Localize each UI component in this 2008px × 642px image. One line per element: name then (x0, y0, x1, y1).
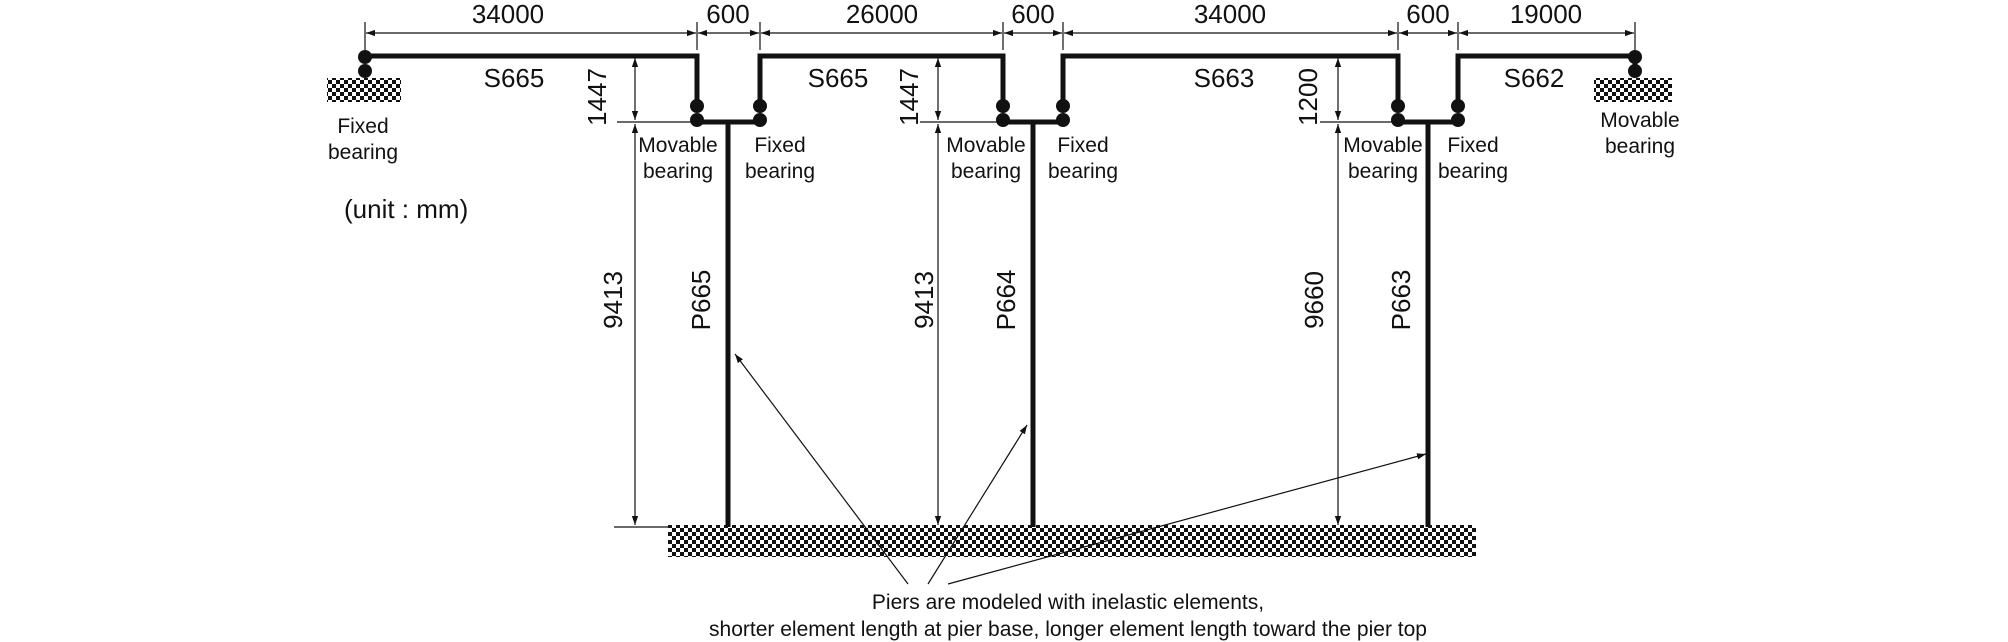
p664-right-bearing-line1: Fixed (1057, 134, 1108, 157)
p665-name: P665 (686, 270, 716, 331)
note-line-1: Piers are modeled with inelastic element… (872, 591, 1264, 614)
span-2-name: S665 (808, 63, 869, 93)
pier-height-dimensions (614, 124, 1342, 528)
right-abutment-bearing-line2: bearing (1605, 135, 1675, 158)
p664-height: 9413 (909, 271, 939, 329)
p664-name: P664 (991, 270, 1021, 331)
left-abutment-bearing-line1: Fixed (337, 115, 388, 138)
left-abutment-bearing-line2: bearing (328, 141, 398, 164)
left-abutment-ground (327, 78, 401, 102)
p665-left-bearing-line2: bearing (643, 160, 713, 183)
p664-right-bearing-line2: bearing (1048, 160, 1118, 183)
span-1-length: 34000 (472, 0, 544, 29)
top-dimension-extensions (364, 22, 1636, 50)
deck-span-1 (365, 53, 700, 104)
deck-span-3 (1060, 53, 1401, 104)
gap-3-length: 600 (1406, 0, 1449, 29)
deck-span-2 (757, 53, 1006, 104)
span-3-length: 34000 (1194, 0, 1266, 29)
span-1-name: S665 (484, 63, 545, 93)
span-4-length: 19000 (1510, 0, 1582, 29)
p663-left-bearing-line1: Movable (1343, 134, 1422, 157)
p663-left-bearing-line2: bearing (1348, 160, 1418, 183)
unit-label: (unit : mm) (344, 194, 468, 224)
note-line-2: shorter element length at pier base, lon… (709, 618, 1427, 641)
span-4-name: S662 (1504, 63, 1565, 93)
bearing-symbols (358, 50, 1642, 127)
p665-right-bearing-line1: Fixed (754, 134, 805, 157)
p665-right-bearing-line2: bearing (745, 160, 815, 183)
gap-1-length: 600 (706, 0, 749, 29)
right-abutment-bearing-line1: Movable (1600, 109, 1679, 132)
p663-height: 9660 (1299, 271, 1329, 329)
p663-name: P663 (1386, 270, 1416, 331)
p664-left-bearing-line2: bearing (951, 160, 1021, 183)
p665-left-bearing-line1: Movable (638, 134, 717, 157)
p663-right-bearing-line2: bearing (1438, 160, 1508, 183)
span-3-name: S663 (1194, 63, 1255, 93)
p664-left-bearing-line1: Movable (946, 134, 1025, 157)
span-2-length: 26000 (846, 0, 918, 29)
foundation-ground (668, 525, 1476, 557)
p665-cap-height: 1447 (582, 68, 612, 126)
p663-cap-height: 1200 (1293, 68, 1323, 126)
gap-2-length: 600 (1011, 0, 1054, 29)
p663-right-bearing-line1: Fixed (1447, 134, 1498, 157)
p665-height: 9413 (598, 271, 628, 329)
note-leader-arrows (734, 353, 1427, 585)
cap-height-dimensions (617, 58, 1398, 123)
right-abutment-ground (1594, 78, 1672, 102)
p664-cap-height: 1447 (894, 68, 924, 126)
